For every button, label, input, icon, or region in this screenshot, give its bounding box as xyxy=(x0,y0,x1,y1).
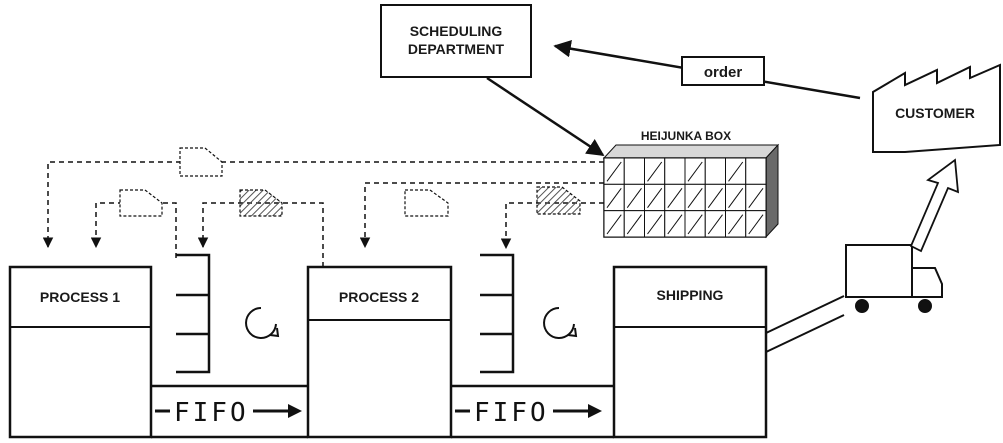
fifo-lane-2: FIFO xyxy=(451,386,614,437)
scheduling-label-line1: SCHEDULING xyxy=(410,23,503,39)
kanban-card-icon xyxy=(120,190,162,216)
process-box-shipping: SHIPPING xyxy=(614,267,766,437)
fifo-lane-1: FIFO xyxy=(151,386,308,437)
pull-circular-arrow-icon xyxy=(246,308,278,338)
heijunka-slot xyxy=(746,158,766,184)
process-box-process2: PROCESS 2 xyxy=(308,267,451,437)
heijunka-slot xyxy=(665,158,685,184)
scheduling-label-line2: DEPARTMENT xyxy=(408,41,505,57)
scheduling-department: SCHEDULING DEPARTMENT xyxy=(381,5,531,77)
customer-factory: CUSTOMER xyxy=(873,65,1000,152)
schedule-to-heijunka-arrow xyxy=(487,78,603,155)
hatched-kanban-icon xyxy=(240,190,282,216)
kanban-card-icon xyxy=(405,190,448,216)
shipment-flow-line xyxy=(766,296,844,352)
truck-icon xyxy=(846,245,942,312)
heijunka-label: HEIJUNKA BOX xyxy=(641,129,731,143)
hatched-kanban-icon xyxy=(537,187,580,214)
kanban-card-icon xyxy=(180,148,222,176)
heijunka-slot xyxy=(624,158,644,184)
order-label: order xyxy=(704,64,743,81)
process2-label: PROCESS 2 xyxy=(339,289,419,305)
delivery-arrow xyxy=(911,160,958,251)
heijunka-slot xyxy=(705,158,725,184)
fifo-label-2: FIFO xyxy=(474,398,549,428)
pull-circular-arrow-icon xyxy=(544,308,576,338)
process-box-process1: PROCESS 1 xyxy=(10,267,151,437)
supermarket-icon xyxy=(176,255,209,372)
fifo-label-1: FIFO xyxy=(174,398,249,428)
shipping-label: SHIPPING xyxy=(657,287,724,303)
heijunka-box: HEIJUNKA BOX xyxy=(604,129,778,237)
customer-label: CUSTOMER xyxy=(895,105,975,121)
supermarket-icon xyxy=(480,255,513,372)
heijunka-slots xyxy=(604,158,766,237)
process1-label: PROCESS 1 xyxy=(40,289,120,305)
